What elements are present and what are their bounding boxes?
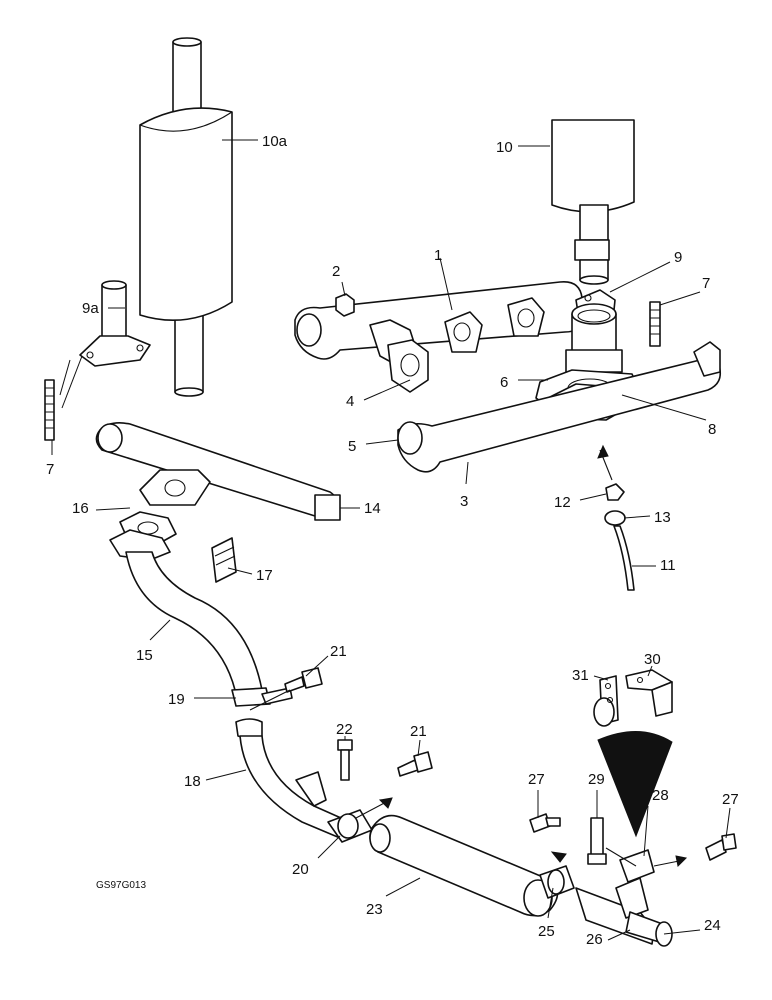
- bracket-motion-sweep: [597, 731, 673, 838]
- drawing-code: GS97G013: [96, 880, 146, 891]
- callout-4: 4: [346, 393, 354, 410]
- callout-22: 22: [336, 721, 353, 738]
- bolt-27-right: [705, 833, 737, 861]
- callout-1: 1: [434, 247, 442, 264]
- callout-27-right: 27: [722, 791, 739, 808]
- callout-13: 13: [654, 509, 671, 526]
- callout-9: 9: [674, 249, 682, 266]
- bracket-31: [593, 675, 619, 727]
- tail-pipe-24: [575, 877, 673, 947]
- bracket-30: [625, 669, 673, 717]
- callout-14: 14: [364, 500, 381, 517]
- callout-15: 15: [136, 647, 153, 664]
- callout-9a: 9a: [82, 300, 99, 317]
- downpipe-15: [109, 529, 263, 691]
- stud-7-right: [649, 301, 661, 347]
- nut-2: [335, 293, 355, 317]
- leader-lines: [51, 139, 731, 941]
- callout-20: 20: [292, 861, 309, 878]
- callout-12: 12: [554, 494, 571, 511]
- callout-8: 8: [708, 421, 716, 438]
- bolt-21-upper: [249, 667, 323, 711]
- vertical-silencer-10a: [139, 37, 233, 397]
- exhaust-pipe-3: [397, 341, 722, 473]
- exhaust-manifold-14: [95, 422, 341, 521]
- clamp-19: [231, 687, 293, 707]
- callout-31: 31: [572, 667, 589, 684]
- callout-labels: 10a 9a 7 10 2 1 9 7 4 6 8 5 3 12 13 11 1…: [46, 133, 739, 948]
- silencer-10: [551, 119, 635, 285]
- callout-7-left: 7: [46, 461, 54, 478]
- clamp-25: [539, 851, 575, 899]
- callout-23: 23: [366, 901, 383, 918]
- clamp-28: [605, 847, 688, 883]
- callout-3: 3: [460, 493, 468, 510]
- callout-16: 16: [72, 500, 89, 517]
- callout-18: 18: [184, 773, 201, 790]
- stud-7-left: [44, 379, 55, 441]
- callout-11: 11: [660, 557, 676, 574]
- callout-19: 19: [168, 691, 185, 708]
- callout-30: 30: [644, 651, 661, 668]
- bolt-27-mid: [529, 813, 561, 833]
- callout-26: 26: [586, 931, 603, 948]
- sleeve-17: [211, 537, 237, 583]
- adaptor-elbow-9: [565, 303, 623, 373]
- callout-27-mid: 27: [528, 771, 545, 788]
- callout-10a: 10a: [262, 133, 288, 150]
- elbow-flange-9a: [79, 280, 151, 367]
- tailpipe-18: [235, 718, 351, 839]
- callout-2: 2: [332, 263, 340, 280]
- callout-5: 5: [348, 438, 356, 455]
- callout-21-lower: 21: [410, 723, 427, 740]
- bolt-29: [587, 817, 607, 865]
- callout-28: 28: [652, 787, 669, 804]
- callout-25: 25: [538, 923, 555, 940]
- callout-29: 29: [588, 771, 605, 788]
- bolt-22: [337, 739, 353, 781]
- callout-24: 24: [704, 917, 721, 934]
- callout-21-upper: 21: [330, 643, 347, 660]
- callout-10: 10: [496, 139, 513, 156]
- callout-6: 6: [500, 374, 508, 391]
- bolt-21-lower: [397, 751, 433, 777]
- silencer-23: [369, 814, 559, 917]
- callout-7-right: 7: [702, 275, 710, 292]
- callout-17: 17: [256, 567, 273, 584]
